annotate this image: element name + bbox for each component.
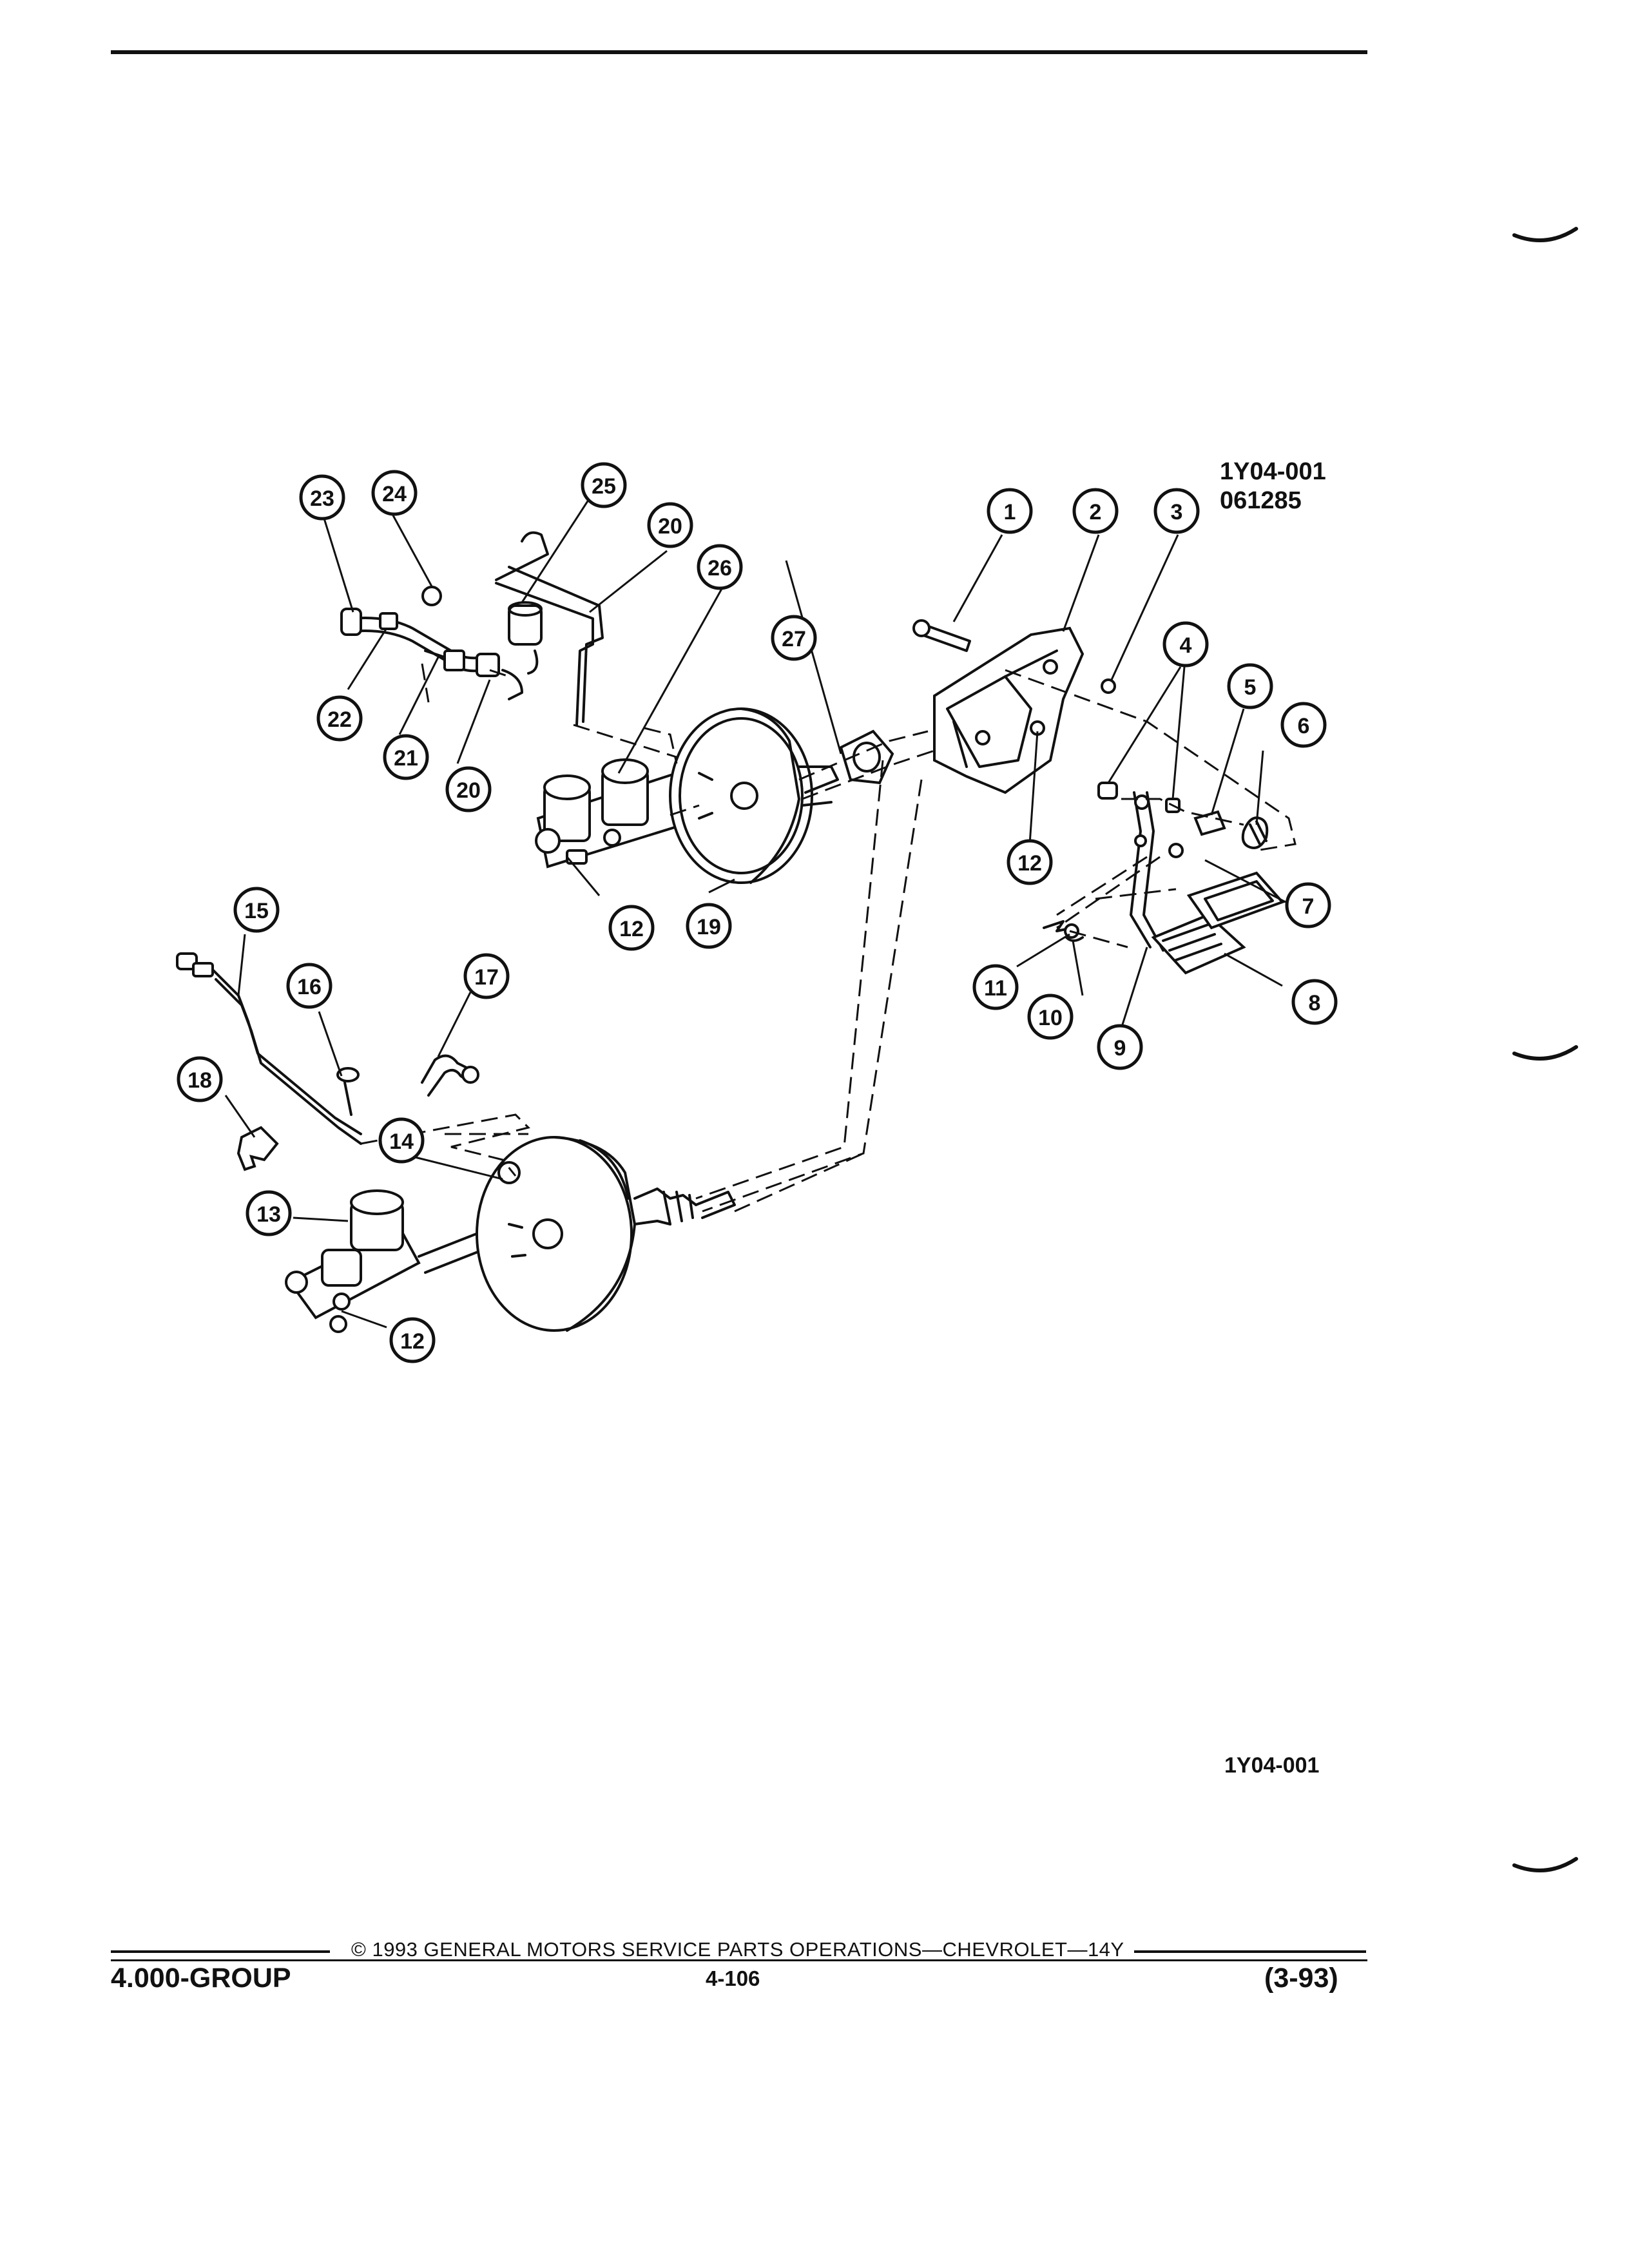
nut [1101, 678, 1116, 694]
vacuum-hose-assembly-upper [340, 531, 604, 726]
callout-12: 12 [608, 905, 655, 951]
footer-group: 4.000-GROUP [111, 1963, 291, 1994]
svg-text:5: 5 [1244, 675, 1257, 700]
booster-gasket-upper [839, 729, 894, 785]
svg-text:15: 15 [244, 899, 269, 923]
svg-text:14: 14 [389, 1129, 414, 1154]
svg-text:20: 20 [658, 514, 682, 539]
callout-3: 3 [1153, 488, 1200, 534]
svg-text:11: 11 [984, 976, 1007, 1001]
illustration-date-code: 061285 [1220, 487, 1302, 514]
svg-text:9: 9 [1114, 1036, 1126, 1061]
callout-26: 26 [697, 544, 743, 590]
footer-rule-right [1134, 1950, 1366, 1953]
svg-text:27: 27 [782, 627, 806, 651]
svg-text:17: 17 [474, 965, 499, 990]
pivot-bolt [912, 619, 971, 652]
exploded-view-lines [360, 663, 1296, 1213]
footer-date-code: (3-93) [1264, 1963, 1338, 1994]
footer-rule-bottom [111, 1959, 1367, 1961]
svg-text:6: 6 [1298, 714, 1310, 738]
callout-22: 22 [316, 695, 363, 742]
callout-12: 12 [1007, 839, 1053, 885]
svg-text:3: 3 [1171, 500, 1183, 524]
binder-mark [1512, 227, 1578, 242]
svg-text:13: 13 [256, 1202, 281, 1227]
svg-text:7: 7 [1302, 894, 1315, 919]
master-cylinder-upper [535, 758, 710, 869]
callout-9: 9 [1097, 1024, 1143, 1070]
svg-text:10: 10 [1038, 1006, 1063, 1030]
svg-text:1: 1 [1004, 500, 1016, 524]
callout-25: 25 [581, 462, 627, 508]
svg-text:12: 12 [619, 917, 644, 941]
callout-21: 21 [383, 734, 429, 780]
svg-text:12: 12 [1017, 851, 1042, 876]
illustration-code: 1Y04-001 [1220, 458, 1326, 485]
callout-7: 7 [1285, 882, 1331, 928]
svg-text:18: 18 [188, 1068, 212, 1093]
svg-text:4: 4 [1180, 633, 1192, 658]
callout-24: 24 [371, 470, 418, 516]
svg-text:23: 23 [310, 486, 334, 511]
svg-text:24: 24 [382, 482, 407, 506]
brake-booster-lower [476, 1136, 736, 1332]
svg-text:22: 22 [327, 707, 352, 732]
callout-10: 10 [1027, 994, 1074, 1040]
svg-text:20: 20 [456, 778, 481, 803]
illustration-code-bottom: 1Y04-001 [1224, 1753, 1320, 1778]
footer-rule-left [111, 1950, 330, 1953]
callout-19: 19 [686, 903, 732, 949]
callout-12: 12 [389, 1317, 436, 1363]
callout-17: 17 [463, 953, 510, 999]
callout-16: 16 [286, 963, 333, 1009]
callout-5: 5 [1227, 663, 1273, 709]
footer-page-number: 4-106 [706, 1966, 760, 1990]
callout-8: 8 [1291, 979, 1338, 1025]
leader-lines [224, 483, 1286, 1329]
callout-20: 20 [445, 766, 492, 812]
callout-2: 2 [1072, 488, 1119, 534]
pedal-pad [1186, 871, 1285, 930]
svg-text:26: 26 [708, 556, 732, 581]
svg-text:2: 2 [1090, 500, 1102, 524]
svg-text:12: 12 [400, 1329, 425, 1354]
binder-mark [1512, 1857, 1578, 1872]
callout-23: 23 [299, 474, 345, 521]
callout-20: 20 [647, 502, 693, 548]
callout-15: 15 [233, 887, 280, 933]
svg-text:25: 25 [592, 474, 616, 499]
callout-11: 11 [972, 964, 1019, 1010]
svg-text:8: 8 [1309, 991, 1321, 1015]
callout-18: 18 [177, 1056, 223, 1102]
binder-mark [1512, 1045, 1578, 1061]
callout-1: 1 [987, 488, 1033, 534]
callout-4: 4 [1162, 621, 1209, 668]
pedal-bracket [933, 626, 1084, 794]
svg-text:19: 19 [697, 915, 721, 939]
vacuum-line-lower [176, 952, 479, 1171]
footer-copyright: © 1993 GENERAL MOTORS SERVICE PARTS OPER… [351, 1938, 1124, 1961]
callout-14: 14 [378, 1117, 425, 1164]
callout-27: 27 [771, 615, 817, 661]
header-rule [111, 50, 1367, 54]
callout-13: 13 [246, 1190, 292, 1236]
brake-booster-upper [669, 707, 839, 884]
svg-text:21: 21 [394, 746, 418, 771]
svg-text:16: 16 [297, 975, 322, 999]
callout-6: 6 [1280, 702, 1327, 748]
